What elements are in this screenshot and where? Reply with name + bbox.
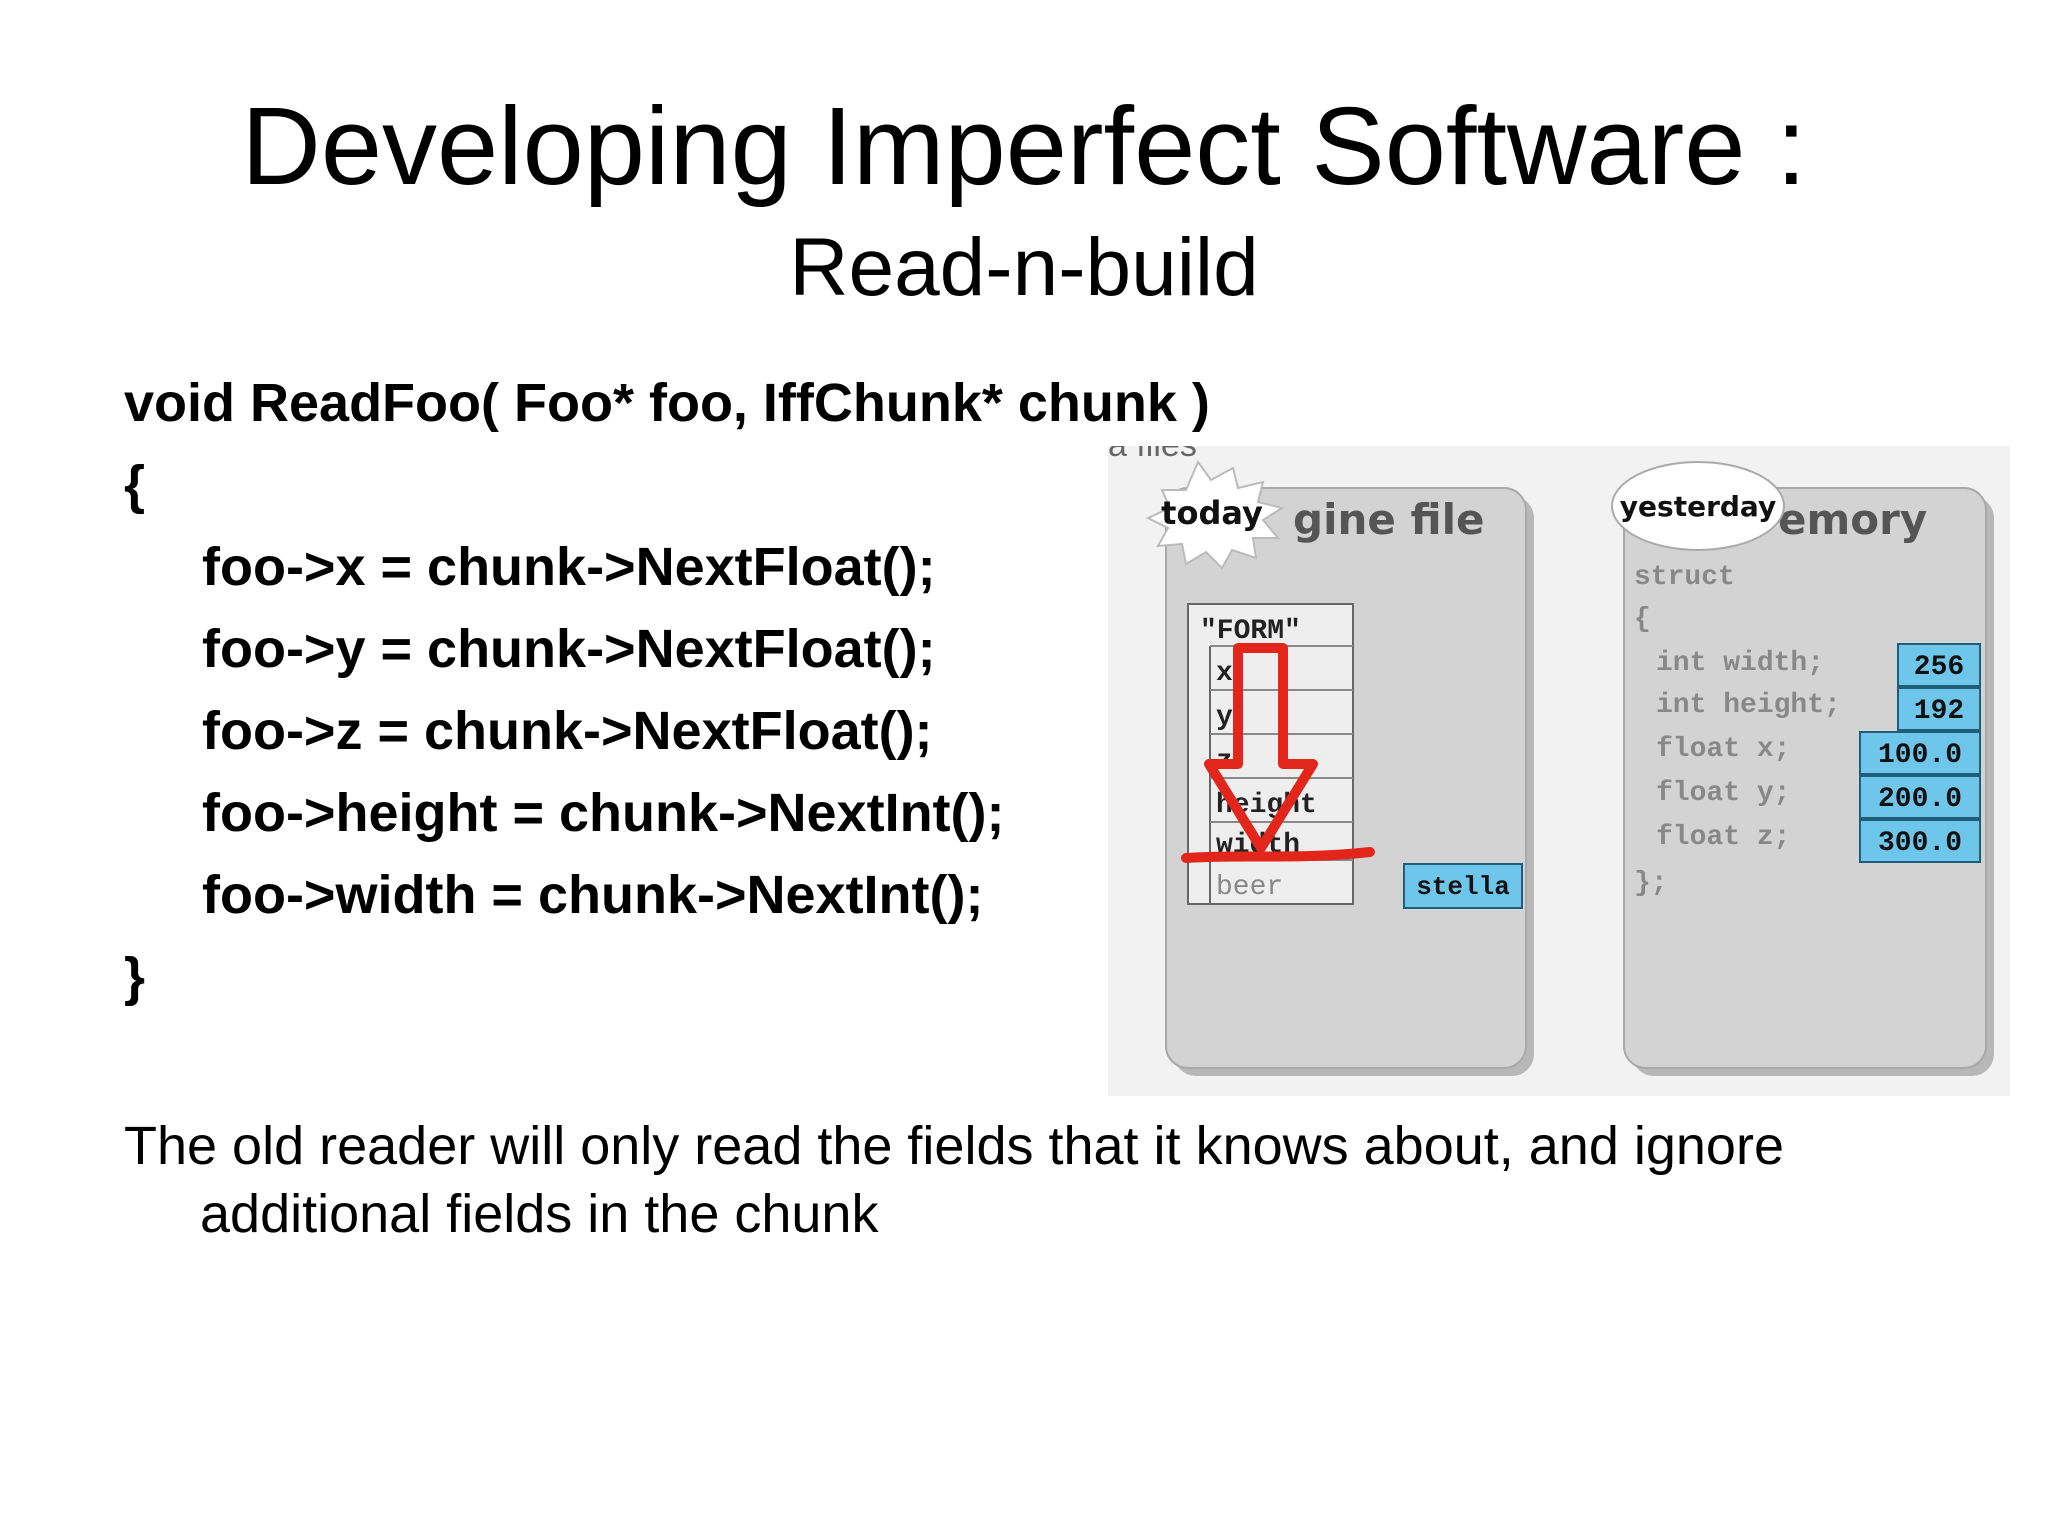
form-row: beer bbox=[1216, 872, 1283, 903]
memory-value: 100.0 bbox=[1878, 740, 1962, 771]
yesterday-label: yesterday bbox=[1620, 490, 1776, 523]
file-memory-illustration: a files gine file "FORM" x y z height wi… bbox=[1108, 446, 2010, 1096]
struct-line: float x; bbox=[1656, 734, 1790, 765]
memory-title: emory bbox=[1778, 495, 1927, 544]
struct-line: float z; bbox=[1656, 822, 1790, 853]
struct-line: }; bbox=[1634, 868, 1668, 899]
stella-value: stella bbox=[1416, 872, 1510, 902]
today-label: today bbox=[1161, 494, 1263, 532]
struct-line: int width; bbox=[1656, 648, 1824, 679]
code-line: void ReadFoo( Foo* foo, IffChunk* chunk … bbox=[124, 373, 1210, 433]
explanation-line: additional fields in the chunk bbox=[200, 1184, 879, 1244]
code-line: foo->z = chunk->NextFloat(); bbox=[202, 701, 933, 761]
top-fragment: a files bbox=[1108, 446, 1197, 464]
memory-value: 200.0 bbox=[1878, 784, 1962, 815]
memory-panel: emory struct { int width; int height; fl… bbox=[1623, 487, 1994, 1076]
struct-line: { bbox=[1634, 604, 1651, 635]
engine-file-title: gine file bbox=[1293, 495, 1484, 544]
code-line: foo->height = chunk->NextInt(); bbox=[202, 783, 1005, 843]
explanation-text: The old reader will only read the fields… bbox=[124, 1112, 1944, 1248]
struct-line: struct bbox=[1634, 562, 1735, 593]
memory-value: 192 bbox=[1914, 696, 1964, 727]
code-line: foo->y = chunk->NextFloat(); bbox=[202, 619, 936, 679]
form-row: x bbox=[1216, 658, 1233, 689]
struct-line: int height; bbox=[1656, 690, 1841, 721]
slide-subtitle: Read-n-build bbox=[789, 222, 1259, 313]
code-line: foo->x = chunk->NextFloat(); bbox=[202, 537, 936, 597]
code-line: } bbox=[124, 947, 146, 1007]
today-badge: today bbox=[1145, 459, 1285, 570]
memory-value: 256 bbox=[1914, 652, 1964, 683]
memory-value: 300.0 bbox=[1878, 828, 1962, 859]
engine-file-panel: gine file "FORM" x y z height width beer… bbox=[1165, 487, 1534, 1076]
form-label: "FORM" bbox=[1200, 616, 1301, 647]
code-line: { bbox=[124, 455, 146, 515]
yesterday-badge: yesterday bbox=[1611, 461, 1785, 551]
red-down-arrow-icon bbox=[1181, 643, 1375, 863]
struct-line: float y; bbox=[1656, 778, 1790, 809]
explanation-line: The old reader will only read the fields… bbox=[124, 1116, 1784, 1176]
form-row: y bbox=[1216, 702, 1233, 733]
slide-title: Developing Imperfect Software : bbox=[241, 85, 1807, 208]
code-line: foo->width = chunk->NextInt(); bbox=[202, 865, 984, 925]
